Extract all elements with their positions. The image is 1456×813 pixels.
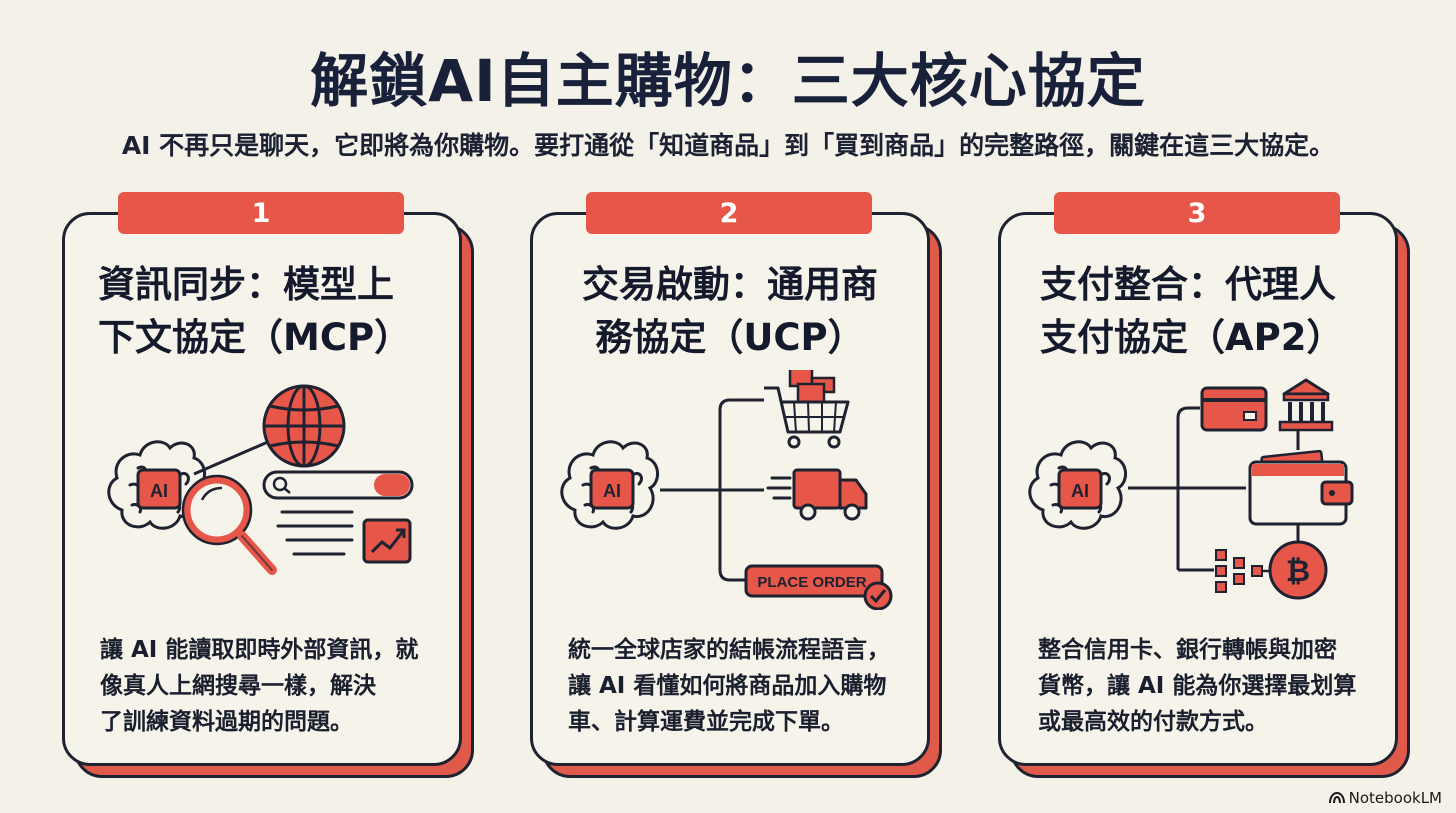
bank-icon	[1278, 378, 1334, 432]
card-title-line: 支付協定（AP2）	[1040, 316, 1344, 359]
checkmark-icon	[863, 581, 893, 610]
search-bar-icon	[262, 470, 414, 500]
card-description-line: 讓 AI 能讀取即時外部資訊，就	[100, 637, 419, 663]
card-description: 統一全球店家的結帳流程語言， 讓 AI 看懂如何將商品加入購物 車、計算運費並完…	[568, 632, 908, 740]
ap2-illustration: AI	[1028, 378, 1354, 600]
card-description-line: 車、計算運費並完成下單。	[568, 709, 844, 735]
card-number-badge: 3	[1054, 192, 1340, 234]
wallet-icon	[1248, 449, 1354, 526]
connector-lines	[1128, 406, 1300, 572]
ai-chip	[1057, 468, 1103, 510]
card-description-line: 了訓練資料過期的問題。	[100, 709, 353, 735]
magnifier-icon	[181, 474, 277, 575]
ucp-illustration: AI	[560, 370, 893, 610]
place-order-button-icon: PLACE ORDER	[744, 564, 884, 598]
shopping-cart-icon	[764, 370, 850, 449]
notebooklm-brand: NotebookLM	[1328, 789, 1442, 807]
card-number-badge: 2	[586, 192, 872, 234]
notebooklm-logo-icon	[1328, 792, 1345, 804]
speed-lines	[276, 510, 354, 556]
delivery-truck-icon	[766, 468, 868, 521]
protocol-card-ucp: 2 交易啟動：通用商 務協定（UCP） AI	[530, 192, 942, 782]
brand-label: NotebookLM	[1348, 789, 1442, 807]
card-title: 交易啟動：通用商 務協定（UCP）	[550, 258, 910, 364]
card-title-line: 下文協定（MCP）	[98, 316, 412, 359]
connector-lines	[660, 398, 764, 582]
card-description-line: 整合信用卡、銀行轉帳與加密	[1038, 637, 1337, 663]
bitcoin-icon: ₿	[1268, 540, 1328, 600]
chart-icon	[362, 518, 412, 564]
card-title-line: 務協定（UCP）	[595, 316, 865, 359]
card-title-line: 交易啟動：通用商	[582, 263, 878, 306]
protocol-card-ap2: 3 支付整合：代理人 支付協定（AP2） AI	[998, 192, 1410, 782]
ai-chip-label: AI	[603, 481, 621, 501]
ai-chip-label: AI	[1071, 481, 1089, 501]
page-subtitle: AI 不再只是聊天，它即將為你購物。要打通從「知道商品」到「買到商品」的完整路徑…	[121, 131, 1335, 160]
card-description-line: 或最高效的付款方式。	[1038, 709, 1268, 735]
place-order-label: PLACE ORDER	[757, 574, 866, 591]
card-title: 支付整合：代理人 支付協定（AP2）	[1040, 258, 1380, 364]
page-title: 解鎖AI自主購物：三大核心協定	[310, 47, 1146, 115]
ai-chip	[136, 468, 182, 510]
globe-icon	[262, 384, 346, 468]
protocol-card-mcp: 1 資訊同步：模型上 下文協定（MCP） AI	[62, 192, 474, 782]
svg-text:₿: ₿	[1286, 554, 1310, 589]
card-description-line: 統一全球店家的結帳流程語言，	[568, 637, 890, 663]
card-number-badge: 1	[118, 192, 404, 234]
card-description-line: 讓 AI 看懂如何將商品加入購物	[568, 673, 887, 699]
card-description-line: 貨幣，讓 AI 能為你選擇最划算	[1038, 673, 1357, 699]
card-title-line: 資訊同步：模型上	[98, 263, 394, 306]
mcp-illustration: AI	[107, 384, 414, 575]
card-title-line: 支付整合：代理人	[1040, 263, 1336, 306]
card-title: 資訊同步：模型上 下文協定（MCP）	[98, 258, 438, 364]
credit-card-icon	[1200, 386, 1268, 432]
card-description-line: 像真人上網搜尋一樣，解決	[100, 673, 376, 699]
ai-chip	[589, 468, 635, 510]
card-description: 讓 AI 能讀取即時外部資訊，就 像真人上網搜尋一樣，解決 了訓練資料過期的問題…	[100, 632, 440, 740]
network-icon	[1215, 549, 1272, 593]
ai-chip-label: AI	[150, 481, 168, 501]
card-description: 整合信用卡、銀行轉帳與加密 貨幣，讓 AI 能為你選擇最划算 或最高效的付款方式…	[1038, 632, 1378, 740]
